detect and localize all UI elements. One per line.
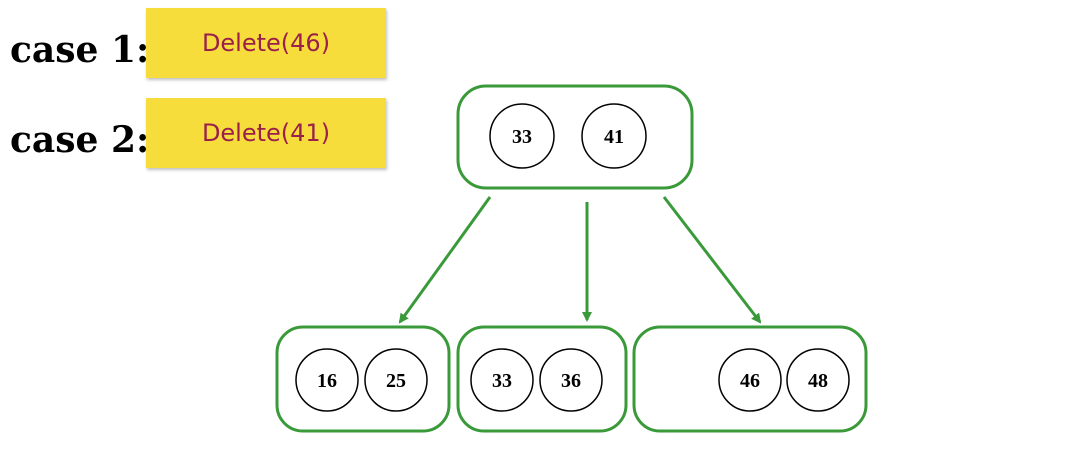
case-2-operation-text: Delete(41) xyxy=(201,119,331,147)
root-key-2: 41 xyxy=(604,126,624,148)
right-child-border xyxy=(632,325,868,433)
case-1-label: case 1: xyxy=(10,29,150,71)
middle-key-1: 33 xyxy=(492,370,512,392)
left-key-circle-2 xyxy=(364,348,428,412)
case-2-label: case 2: xyxy=(10,119,150,161)
middle-child-border xyxy=(456,325,628,433)
middle-child-node: 33 36 xyxy=(456,325,628,433)
right-key-1: 46 xyxy=(740,370,760,392)
root-key-1: 33 xyxy=(512,126,532,148)
middle-key-2: 36 xyxy=(561,370,581,392)
middle-key-circle-1 xyxy=(470,348,534,412)
arrow-to-left-child xyxy=(398,196,492,324)
middle-key-circle-2 xyxy=(539,348,603,412)
root-key-circle-2 xyxy=(581,103,647,169)
left-child-node: 16 25 xyxy=(275,325,451,433)
root-node: 33 41 xyxy=(456,84,694,190)
root-node-border xyxy=(456,84,694,190)
arrow-to-right-child xyxy=(662,196,762,324)
right-child-node: 46 48 xyxy=(632,325,868,433)
case-1-operation-text: Delete(46) xyxy=(201,29,331,57)
left-key-1: 16 xyxy=(317,370,337,392)
left-child-border xyxy=(275,325,451,433)
right-key-circle-2 xyxy=(786,348,850,412)
root-key-circle-1 xyxy=(489,103,555,169)
right-key-circle-1 xyxy=(718,348,782,412)
left-key-circle-1 xyxy=(295,348,359,412)
right-key-2: 48 xyxy=(808,370,828,392)
left-key-2: 25 xyxy=(386,370,406,392)
case-2-operation-box: Delete(41) xyxy=(146,98,386,168)
case-1-operation-box: Delete(46) xyxy=(146,8,386,78)
